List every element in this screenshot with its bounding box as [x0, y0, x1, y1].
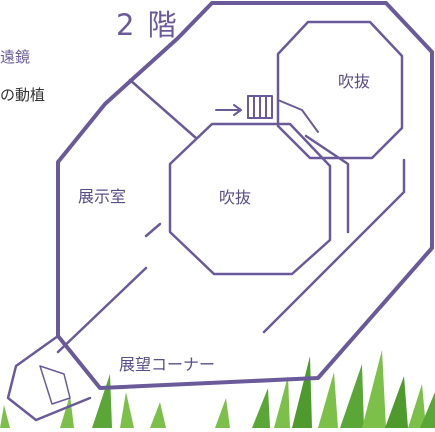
center-atrium-outline: [168, 122, 332, 276]
legend-telescope-text: 遠鏡: [0, 48, 31, 66]
observation-window: [39, 365, 71, 405]
upper-atrium-outline: [276, 20, 404, 160]
corridor-wall: [262, 158, 406, 334]
floor-label: 2 階: [116, 8, 179, 42]
room-label-observation: 展望コーナー: [119, 355, 216, 374]
corridor-wall-2: [304, 134, 350, 234]
legend-flora-text: の動植: [0, 86, 46, 104]
room-label-exhibition: 展示室: [78, 187, 127, 206]
exhibit-divider: [144, 222, 162, 238]
inner-wall-left: [56, 266, 148, 354]
observation-protrusion: [6, 334, 92, 422]
outer-wall: [56, 1, 434, 390]
grass-decoration: [0, 350, 435, 428]
room-label-upper-atrium: 吹抜: [338, 72, 371, 91]
staircase: [215, 95, 319, 133]
room-label-center-atrium: 吹抜: [219, 188, 252, 207]
inner-wall-diagonal: [128, 78, 198, 140]
